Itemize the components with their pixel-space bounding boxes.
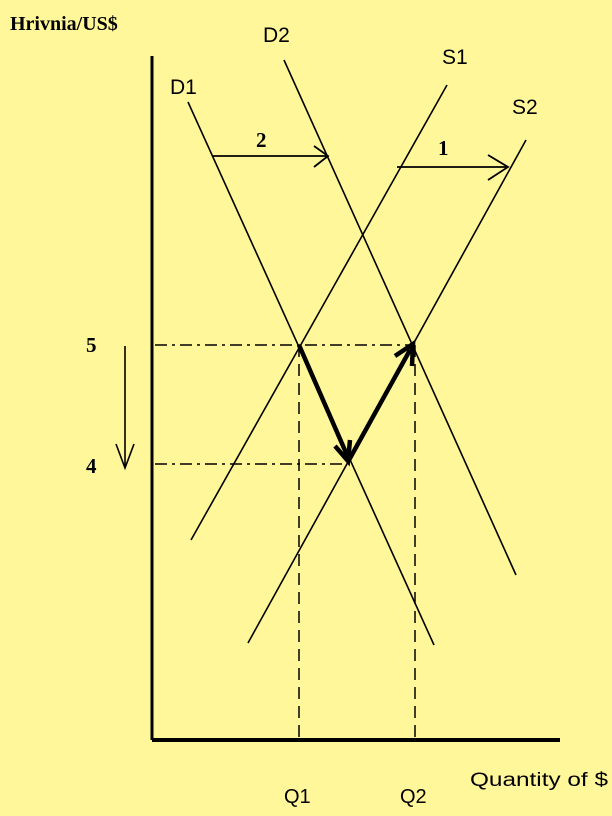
demand-shift-arrow [213, 145, 330, 168]
supply-curve-s1 [190, 84, 448, 541]
equilibrium-path-arrows [296, 339, 416, 467]
demand-curve-d2 [283, 59, 517, 576]
quantity-label-q1: Q1 [284, 786, 311, 808]
d2-label: D2 [263, 24, 290, 47]
price-label-4: 4 [86, 454, 97, 478]
x-axis-label: Quantity of $ [470, 770, 609, 791]
d1-label: D1 [170, 76, 197, 99]
supply-shift-label: 1 [438, 136, 449, 160]
quantity-label-q2: Q2 [400, 786, 427, 808]
s2-label: S2 [512, 96, 538, 119]
down-arrow-icon [115, 346, 135, 471]
s1-label: S1 [442, 46, 468, 69]
y-axis-label: Hrivnia/US$ [10, 13, 118, 35]
supply-shift-arrow [397, 154, 510, 181]
demand-shift-label: 2 [256, 128, 267, 152]
price-label-5: 5 [86, 333, 97, 357]
